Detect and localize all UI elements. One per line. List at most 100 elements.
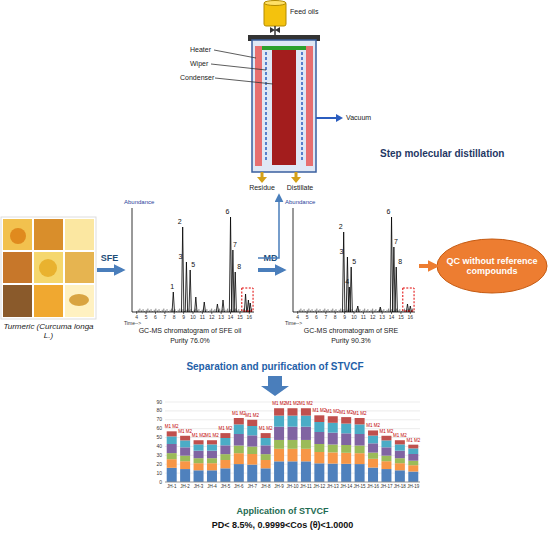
flow-arrow: [419, 264, 436, 268]
bar-chart-box: Application of STVCFPD< 8.5%, 0.9999<Cos…: [140, 396, 425, 546]
node-title: Step molecular distillation: [380, 148, 504, 159]
text-label: M1 M2: [406, 439, 420, 444]
text-label: 8: [334, 315, 337, 320]
down-arrow: [261, 376, 289, 396]
apparatus-box: Step molecular distillation: [215, 0, 475, 196]
text-label: M1 M2: [299, 402, 313, 407]
text-label: 10: [156, 471, 162, 476]
node-text: Purity 90.3%: [283, 337, 419, 344]
text-label: M1 M2: [312, 409, 326, 414]
text-label: M1 M2: [245, 414, 259, 419]
text-label: 30: [156, 453, 162, 458]
text-label: M1 M2: [326, 410, 340, 415]
text-label: Time-->: [285, 321, 302, 326]
text-label: M1 M2: [205, 434, 219, 439]
node-text: Purity 76.0%: [122, 337, 258, 344]
text-label: JH-10: [286, 485, 298, 490]
text-label: 5: [191, 261, 195, 268]
text-label: JH-9: [274, 485, 284, 490]
text-label: JH-16: [367, 485, 379, 490]
text-label: JH-17: [380, 485, 392, 490]
text-label: 20: [156, 462, 162, 467]
text-label: M1 M2: [259, 427, 273, 432]
qc-ellipse: QC without reference compounds: [436, 238, 548, 294]
text-label: 12: [209, 315, 215, 320]
text-label: Time-->: [124, 321, 141, 326]
text-label: 8: [173, 315, 176, 320]
flow-arrow: [258, 268, 283, 272]
text-label: 40: [156, 444, 162, 449]
text-label: M1 M2: [286, 402, 300, 407]
node-title: GC-MS chromatogram of SRE: [283, 327, 419, 334]
text-label: 1: [170, 283, 174, 290]
text-label: M1 M2: [393, 434, 407, 439]
text-label: M1 M2: [339, 411, 353, 416]
text-label: M1 M2: [219, 427, 233, 432]
text-label: 50: [156, 435, 162, 440]
text-label: 3: [339, 248, 343, 255]
text-label: 5: [352, 258, 356, 265]
node-title: Turmeric (Curcuma longa L.): [0, 322, 97, 340]
text-label: 8: [398, 258, 402, 265]
text-label: 8: [237, 263, 241, 270]
text-label: Abundance: [285, 199, 315, 205]
text-label: 5: [145, 315, 148, 320]
text-label: JH-4: [207, 485, 217, 490]
text-label: 70: [156, 417, 162, 422]
text-label: 14: [389, 315, 395, 320]
turmeric-photos: [1, 217, 96, 319]
text-label: 7: [233, 241, 237, 248]
text-label: 10: [351, 315, 357, 320]
edge-label: MD: [264, 254, 278, 263]
text-label: Residue: [249, 184, 275, 191]
text-label: 12: [370, 315, 376, 320]
chromatogram-box: GC-MS chromatogram of SRE Purity 90.3%: [283, 198, 419, 348]
text-label: 6: [154, 315, 157, 320]
text-label: JH-3: [194, 485, 204, 490]
text-label: Abundance: [124, 199, 154, 205]
text-label: 16: [247, 315, 253, 320]
chart-drawings: [132, 208, 420, 482]
text-label: 4: [296, 315, 299, 320]
text-label: 7: [163, 315, 166, 320]
text-label: Feed oils: [290, 8, 318, 15]
text-label: JH-1: [167, 485, 177, 490]
text-label: JH-11: [300, 485, 312, 490]
text-label: 6: [315, 315, 318, 320]
text-label: 15: [398, 315, 404, 320]
text-label: 13: [218, 315, 224, 320]
text-label: JH-2: [180, 485, 190, 490]
text-label: M1 M2: [366, 424, 380, 429]
text-label: 6: [226, 208, 230, 215]
text-label: 7: [394, 238, 398, 245]
text-label: 3: [178, 253, 182, 260]
text-label: 16: [408, 315, 414, 320]
text-label: 14: [228, 315, 234, 320]
text-label: Condenser: [180, 74, 214, 81]
text-label: M1 M2: [192, 434, 206, 439]
text-label: 11: [361, 315, 366, 320]
text-label: JH-18: [394, 485, 406, 490]
text-label: JH-14: [340, 485, 352, 490]
text-label: M1 M2: [232, 412, 246, 417]
text-label: Distillate: [287, 184, 313, 191]
text-label: 9: [182, 315, 185, 320]
node-text: PD< 8.5%, 0.9999<Cos (θ)<1.0000: [140, 520, 425, 530]
chromatogram-box: GC-MS chromatogram of SFE oilPurity 76.0…: [122, 198, 258, 348]
text-label: 0: [159, 480, 162, 485]
text-label: 9: [343, 315, 346, 320]
text-label: Vacuum: [346, 114, 371, 121]
text-label: M1 M2: [272, 402, 286, 407]
distillation-apparatus: [211, 1, 343, 184]
text-label: 80: [156, 408, 162, 413]
text-label: 2: [178, 218, 182, 225]
text-label: 4: [345, 278, 349, 285]
text-label: JH-5: [221, 485, 231, 490]
text-label: Separation and purification of STVCF: [186, 362, 363, 372]
flow-arrow: [97, 268, 122, 272]
text-label: 13: [379, 315, 385, 320]
edge-label: SFE: [101, 254, 119, 263]
photo-box: Turmeric (Curcuma longa L.): [0, 215, 97, 347]
text-label: JH-6: [234, 485, 244, 490]
text-label: 15: [237, 315, 243, 320]
